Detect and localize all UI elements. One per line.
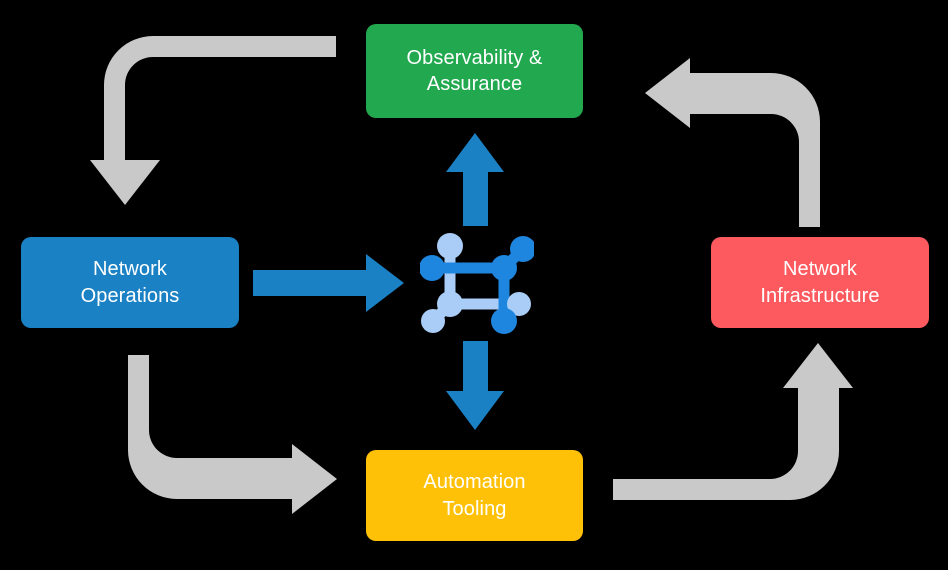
gray-arrow-operations-to-automation xyxy=(128,355,337,514)
node-observability-assurance[interactable]: Observability & Assurance xyxy=(366,24,583,118)
node-automation-tooling[interactable]: Automation Tooling xyxy=(366,450,583,541)
blue-arrow-operations-to-center xyxy=(253,254,404,312)
topology-light-nodes xyxy=(421,233,531,333)
gray-arrow-infrastructure-to-observability xyxy=(645,58,820,227)
node-network-infrastructure[interactable]: Network Infrastructure xyxy=(711,237,929,328)
network-topology-icon xyxy=(420,233,534,334)
gray-arrow-automation-to-infrastructure xyxy=(613,343,853,500)
blue-arrow-center-to-observability xyxy=(446,133,504,226)
node-network-operations[interactable]: Network Operations xyxy=(21,237,239,328)
blue-arrow-center-to-automation xyxy=(446,341,504,430)
gray-arrow-observability-to-operations xyxy=(90,36,336,205)
topology-dark-nodes xyxy=(420,236,534,334)
